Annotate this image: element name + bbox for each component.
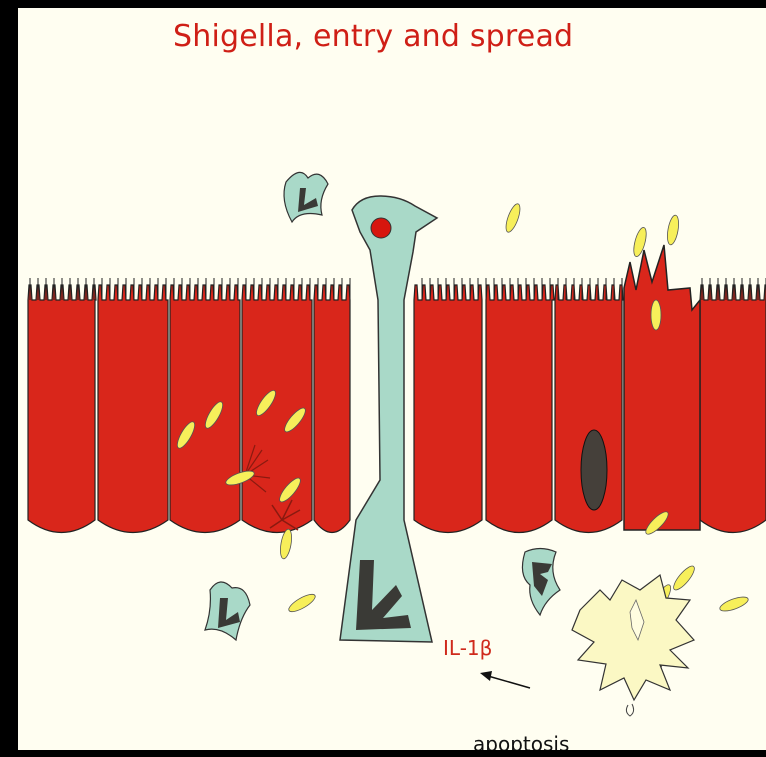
shigella-bacterium — [718, 594, 750, 614]
shigella-bacterium — [278, 528, 293, 559]
shigella-bacterium — [665, 214, 680, 245]
macrophage-top — [284, 172, 328, 222]
macrophage-bottom-middle — [522, 549, 560, 616]
diagram-svg — [18, 8, 766, 750]
shigella-bacterium — [287, 591, 318, 615]
enterocyte-5 — [314, 285, 350, 533]
diagram-title: Shigella, entry and spread — [173, 19, 573, 54]
enterocyte-7 — [486, 285, 554, 533]
label-apoptosis: apoptosis — [473, 732, 569, 750]
macrophage-bottom-left — [205, 582, 250, 640]
m-cell-bacterium — [371, 218, 391, 238]
enterocyte-3 — [170, 285, 240, 533]
enterocyte-1 — [28, 285, 96, 533]
enterocyte-9 — [700, 285, 766, 533]
enterocyte-2 — [98, 285, 168, 533]
il1b-arrow — [480, 671, 530, 688]
diagram-canvas: Shigella, entry and spread IL-1β apoptos… — [18, 8, 766, 750]
shigella-bacterium — [631, 226, 648, 258]
apoptotic-macrophage — [572, 575, 694, 716]
cell-nucleus — [581, 430, 607, 510]
label-il1b: IL-1β — [443, 636, 492, 660]
shigella-bacterium — [671, 563, 698, 592]
shigella-bacterium — [651, 300, 661, 330]
entry-ruffle — [624, 245, 700, 530]
enterocyte-6 — [414, 285, 482, 533]
shigella-bacterium — [503, 202, 523, 234]
